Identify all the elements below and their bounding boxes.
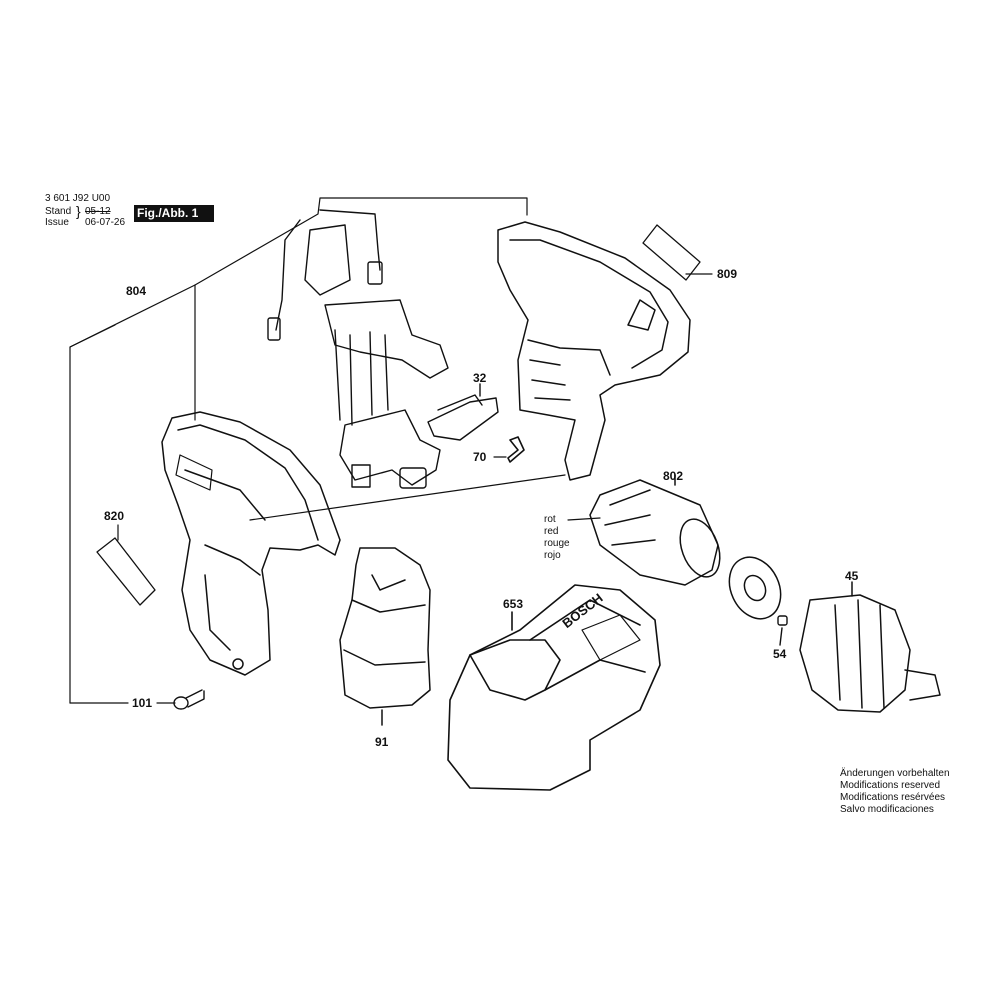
label-820 bbox=[96, 537, 156, 606]
label-part-802: 802 bbox=[663, 469, 684, 483]
part-70-clip bbox=[507, 436, 525, 463]
part-45-gearbox bbox=[799, 581, 941, 713]
wire-color-1: red bbox=[544, 526, 559, 537]
issue-value: 06-07-26 bbox=[85, 217, 126, 228]
stand-value: 05-12 bbox=[85, 206, 111, 217]
part-101-screw bbox=[173, 689, 205, 710]
note-en: Modifications reserved bbox=[840, 780, 941, 791]
wire-color-3: rojo bbox=[544, 550, 561, 561]
label-part-820: 820 bbox=[104, 509, 125, 523]
note-fr: Modifications resérvées bbox=[840, 792, 946, 803]
brace-icon: } bbox=[76, 203, 81, 219]
label-part-91: 91 bbox=[375, 735, 389, 749]
housing-right-half bbox=[497, 221, 691, 481]
label-part-54: 54 bbox=[773, 647, 787, 661]
figure-badge: Fig./Abb. 1 bbox=[134, 205, 214, 222]
part-32-slider bbox=[427, 383, 499, 441]
leader-804 bbox=[69, 197, 528, 704]
housing-left-half bbox=[161, 411, 341, 676]
label-part-809: 809 bbox=[717, 267, 738, 281]
note-de: Änderungen vorbehalten bbox=[840, 768, 950, 779]
part-802-motor bbox=[589, 474, 721, 586]
part-number: 3 601 J92 U00 bbox=[45, 193, 111, 204]
wire-color-0: rot bbox=[544, 514, 556, 525]
label-part-45: 45 bbox=[845, 569, 859, 583]
leader-housing bbox=[249, 474, 566, 521]
label-part-70: 70 bbox=[473, 450, 487, 464]
label-part-804: 804 bbox=[126, 284, 147, 298]
note-es: Salvo modificaciones bbox=[840, 804, 934, 815]
wire-color-2: rouge bbox=[544, 538, 570, 549]
switch-wiring-assembly bbox=[267, 209, 449, 489]
label-part-653: 653 bbox=[503, 597, 524, 611]
part-91-battery bbox=[339, 547, 431, 726]
label-809 bbox=[642, 224, 701, 281]
leader-804-c bbox=[69, 324, 116, 348]
issue-label: Issue bbox=[45, 217, 69, 228]
part-54-screw bbox=[777, 615, 788, 646]
motor-plate bbox=[728, 556, 782, 620]
leader-rot bbox=[567, 517, 601, 521]
part-653-charger bbox=[447, 584, 661, 791]
stand-label: Stand bbox=[45, 206, 72, 217]
label-part-32: 32 bbox=[473, 371, 487, 385]
label-part-101: 101 bbox=[132, 696, 153, 710]
